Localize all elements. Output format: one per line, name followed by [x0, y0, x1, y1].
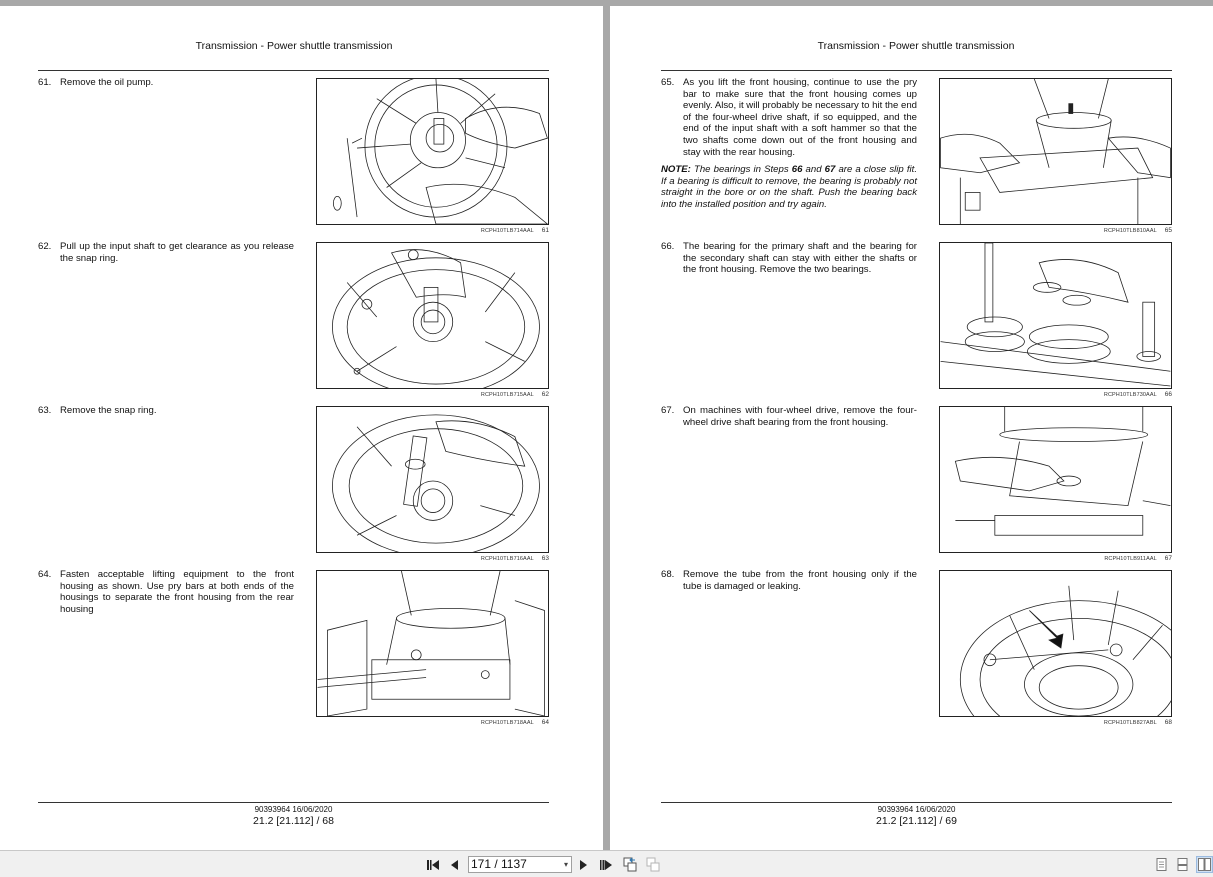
last-page-button[interactable] — [599, 857, 613, 872]
lifting-equipment-illustration — [317, 571, 545, 716]
step-text: Pull up the input shaft to get clearance… — [60, 241, 294, 264]
next-page-icon — [580, 859, 587, 870]
page-header: Transmission - Power shuttle transmissio… — [817, 40, 1015, 52]
figure-lifting-equipment — [316, 570, 549, 717]
step-68: 68. Remove the tube from the front housi… — [661, 569, 917, 592]
single-page-view-button[interactable] — [1153, 856, 1170, 873]
note-block: NOTE: The bearings in Steps 66 and 67 ar… — [661, 164, 917, 210]
document-id: 90393964 16/06/2020 — [877, 805, 956, 814]
header-rule — [38, 70, 549, 71]
step-61: 61. Remove the oil pump. — [38, 77, 294, 89]
first-page-button[interactable] — [426, 857, 440, 872]
page-footer: 90393964 16/06/2020 21.2 [21.112] / 69 — [661, 805, 1172, 828]
facing-pages-view-button[interactable] — [1196, 856, 1213, 873]
page-right: Transmission - Power shuttle transmissio… — [610, 6, 1213, 850]
step-67: 67. On machines with four-wheel drive, r… — [661, 405, 917, 428]
step-number: 65. — [661, 77, 675, 88]
last-page-icon — [600, 859, 612, 870]
front-housing-lift-illustration — [940, 79, 1171, 224]
facing-pages-icon — [1198, 858, 1211, 871]
figure-tube — [939, 570, 1172, 717]
next-page-button[interactable] — [579, 857, 589, 872]
continuous-page-icon — [1177, 858, 1188, 871]
step-number: 66. — [661, 241, 675, 252]
tube-illustration — [959, 585, 1171, 716]
note-label: NOTE: — [661, 164, 691, 175]
step-64: 64. Fasten acceptable lifting equipment … — [38, 569, 294, 615]
step-text: The bearing for the primary shaft and th… — [683, 241, 917, 276]
footer-rule — [38, 802, 549, 803]
step-number: 62. — [38, 241, 52, 252]
continuous-view-button[interactable] — [1174, 856, 1191, 873]
document-id: 90393964 16/06/2020 — [254, 805, 333, 814]
previous-page-button[interactable] — [449, 857, 459, 872]
figure-4wd-bearing — [939, 406, 1172, 553]
page-left: Transmission - Power shuttle transmissio… — [0, 6, 603, 850]
four-wheel-drive-bearing-illustration — [954, 407, 1171, 536]
page-reference: 21.2 [21.112] / 68 — [253, 815, 334, 827]
step-text: Remove the oil pump. — [60, 77, 154, 88]
previous-view-button[interactable] — [622, 857, 638, 872]
step-63: 63. Remove the snap ring. — [38, 405, 294, 417]
step-text: Fasten acceptable lifting equipment to t… — [60, 569, 294, 615]
snap-ring-illustration — [332, 414, 540, 552]
step-number: 64. — [38, 569, 52, 580]
page-dropdown-icon[interactable]: ▾ — [563, 860, 568, 869]
step-number: 68. — [661, 569, 675, 580]
header-rule — [661, 70, 1172, 71]
previous-page-icon — [451, 859, 458, 870]
page-number-field[interactable]: 171 / 1137 ▾ — [468, 856, 572, 873]
bearings-illustration — [940, 243, 1171, 387]
oil-pump-illustration — [332, 79, 548, 224]
next-view-button[interactable] — [645, 857, 661, 872]
step-62: 62. Pull up the input shaft to get clear… — [38, 241, 294, 264]
single-page-icon — [1156, 858, 1167, 871]
input-shaft-illustration — [332, 249, 540, 388]
step-66: 66. The bearing for the primary shaft an… — [661, 241, 917, 276]
step-number: 67. — [661, 405, 675, 416]
document-viewer[interactable]: Transmission - Power shuttle transmissio… — [0, 0, 1213, 850]
first-page-icon — [427, 859, 439, 870]
page-header: Transmission - Power shuttle transmissio… — [195, 40, 393, 52]
figure-bearings — [939, 242, 1172, 389]
previous-view-icon — [623, 857, 636, 872]
step-text: As you lift the front housing, continue … — [683, 77, 917, 158]
page-footer: 90393964 16/06/2020 21.2 [21.112] / 68 — [38, 805, 549, 828]
step-number: 63. — [38, 405, 52, 416]
figure-input-shaft — [316, 242, 549, 389]
step-number: 61. — [38, 77, 52, 88]
step-text: Remove the tube from the front housing o… — [683, 569, 917, 592]
page-reference: 21.2 [21.112] / 69 — [876, 815, 957, 827]
step-text: On machines with four-wheel drive, remov… — [683, 405, 917, 428]
navigation-toolbar: 171 / 1137 ▾ — [0, 850, 1213, 877]
figure-snap-ring — [316, 406, 549, 553]
step-text: Remove the snap ring. — [60, 405, 157, 416]
figure-lift-front-housing — [939, 78, 1172, 225]
figure-oil-pump — [316, 78, 549, 225]
footer-rule — [661, 802, 1172, 803]
next-view-icon — [646, 857, 659, 872]
step-65: 65. As you lift the front housing, conti… — [661, 77, 917, 158]
